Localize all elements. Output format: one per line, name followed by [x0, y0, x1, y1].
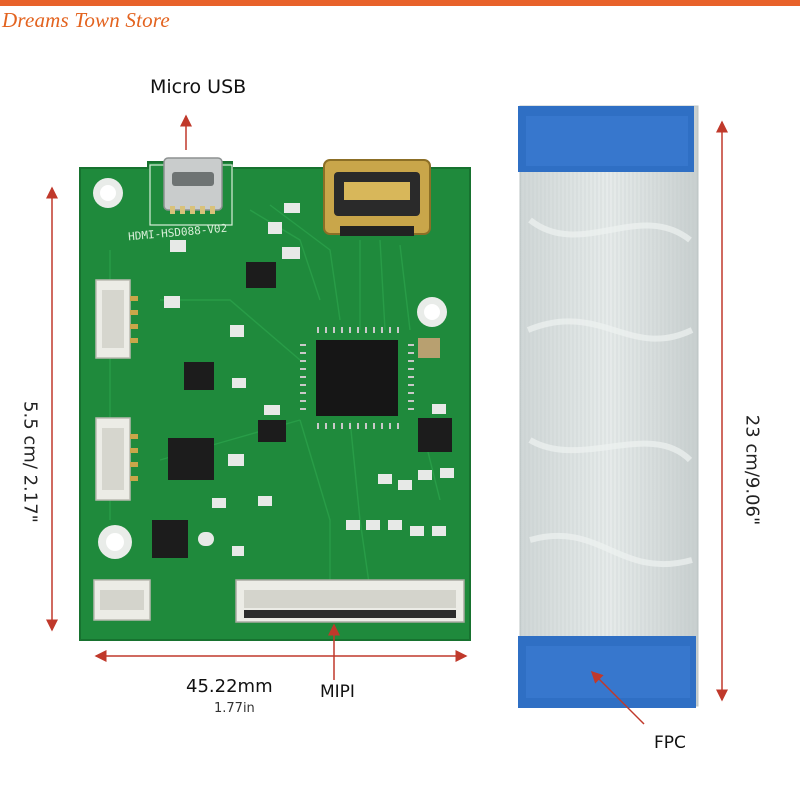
micro-usb-label: Micro USB — [150, 76, 247, 98]
mounting-holes — [93, 178, 447, 559]
board-width-mm-label: 45.22mm — [186, 676, 273, 697]
dimension-arrows — [46, 114, 728, 725]
fpc-cable — [518, 105, 699, 708]
side-connector-top — [95, 279, 138, 359]
cable-length-label: 23 cm/9.06" — [741, 414, 763, 526]
passive-components — [164, 203, 454, 556]
main-processor-chip — [300, 327, 414, 429]
small-components — [152, 262, 452, 558]
mipi-label: MIPI — [320, 682, 355, 702]
store-watermark: Dreams Town Store — [2, 8, 170, 32]
pcb-board — [79, 157, 471, 641]
board-width-in-label: 1.77in — [214, 701, 255, 716]
small-fpc-connector — [93, 579, 151, 621]
mipi-connector — [235, 579, 465, 623]
hdmi-port — [323, 159, 431, 236]
side-connector-bottom — [95, 417, 138, 501]
top-banner-bar — [0, 0, 800, 6]
fpc-pointer-arrow — [590, 670, 645, 725]
micro-usb-port — [149, 157, 233, 226]
fpc-label: FPC — [654, 733, 686, 753]
board-height-label: 5.5 cm/ 2.17" — [19, 401, 41, 523]
